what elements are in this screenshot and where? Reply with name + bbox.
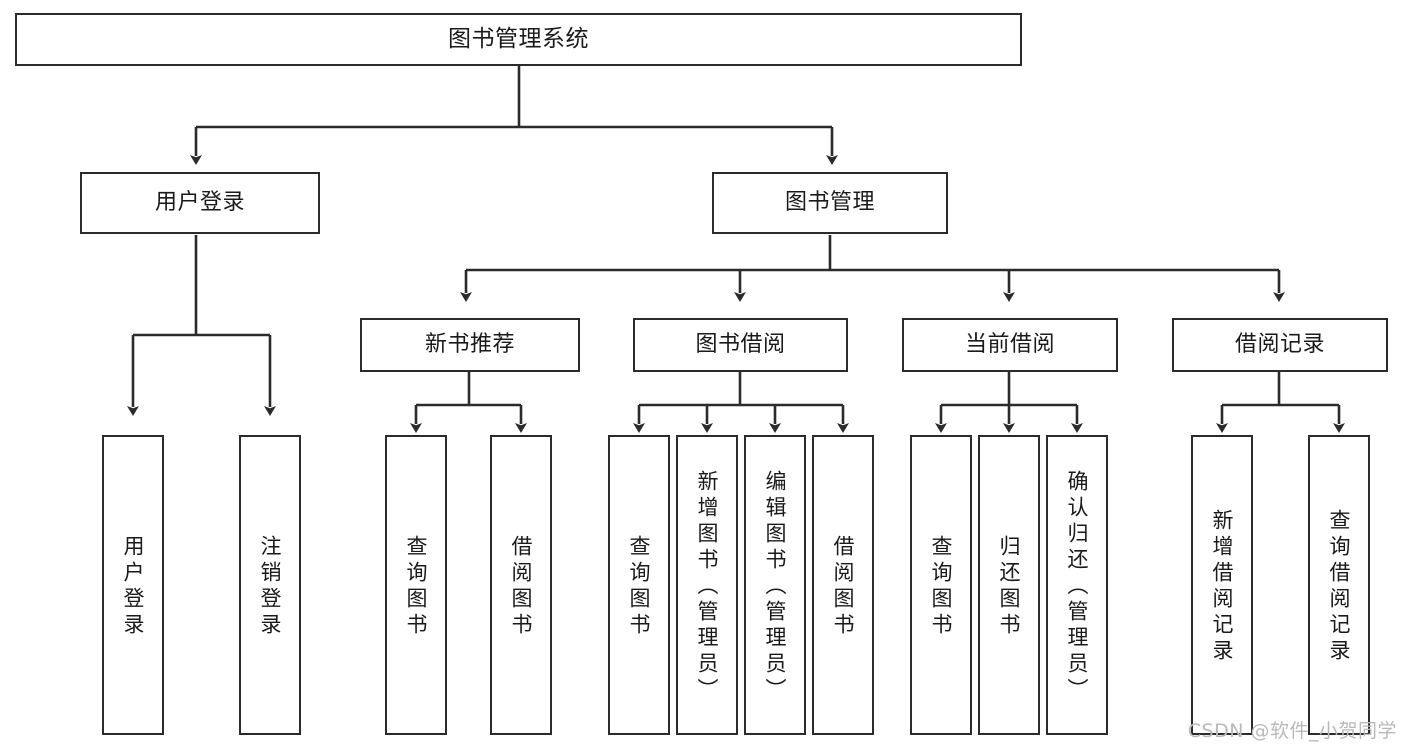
node-label: 查询图书 — [627, 535, 652, 639]
node-label: 归还图书 — [997, 535, 1022, 639]
leaf-borrow-query-book[interactable]: 查询图书 — [608, 435, 670, 735]
node-label: 用户登录 — [154, 189, 245, 215]
csdn-watermark: CSDN @软件_小贺同学 — [1187, 720, 1397, 742]
node-current-borrow[interactable]: 当前借阅 — [902, 318, 1118, 372]
leaf-current-return-book[interactable]: 归还图书 — [978, 435, 1040, 735]
node-label: 新增图书（管理员） — [695, 470, 720, 704]
leaf-records-query-record[interactable]: 查询借阅记录 — [1308, 435, 1370, 735]
node-label: 用户登录 — [121, 535, 146, 639]
leaf-records-add-record[interactable]: 新增借阅记录 — [1191, 435, 1253, 735]
node-book-management[interactable]: 图书管理 — [712, 172, 948, 234]
leaf-current-query-book[interactable]: 查询图书 — [910, 435, 972, 735]
node-label: 借阅图书 — [831, 535, 856, 639]
leaf-recommend-borrow-book[interactable]: 借阅图书 — [490, 435, 552, 735]
node-label: 注销登录 — [258, 535, 283, 639]
node-label: 新书推荐 — [424, 331, 515, 357]
leaf-borrow-add-book-admin[interactable]: 新增图书（管理员） — [676, 435, 738, 735]
node-label: 图书管理 — [784, 189, 875, 215]
node-label: 当前借阅 — [964, 331, 1055, 357]
node-label: 图书管理系统 — [448, 25, 589, 52]
node-label: 新增借阅记录 — [1210, 509, 1235, 665]
node-label: 确认归还（管理员） — [1065, 470, 1090, 704]
node-book-borrow[interactable]: 图书借阅 — [633, 318, 848, 372]
node-label: 编辑图书（管理员） — [763, 470, 788, 704]
node-borrow-records[interactable]: 借阅记录 — [1172, 318, 1388, 372]
node-label: 查询图书 — [404, 535, 429, 639]
leaf-user-logout[interactable]: 注销登录 — [239, 435, 301, 735]
leaf-current-confirm-return-admin[interactable]: 确认归还（管理员） — [1046, 435, 1108, 735]
node-user-login[interactable]: 用户登录 — [80, 172, 320, 234]
leaf-user-login[interactable]: 用户登录 — [102, 435, 164, 735]
node-root-book-management-system[interactable]: 图书管理系统 — [15, 13, 1022, 66]
node-label: 借阅记录 — [1234, 331, 1325, 357]
leaf-recommend-query-book[interactable]: 查询图书 — [385, 435, 447, 735]
node-label: 借阅图书 — [509, 535, 534, 639]
node-label: 图书借阅 — [695, 331, 786, 357]
leaf-borrow-edit-book-admin[interactable]: 编辑图书（管理员） — [744, 435, 806, 735]
leaf-borrow-borrow-book[interactable]: 借阅图书 — [812, 435, 874, 735]
node-label: 查询借阅记录 — [1327, 509, 1352, 665]
node-new-book-recommend[interactable]: 新书推荐 — [360, 318, 580, 372]
node-label: 查询图书 — [929, 535, 954, 639]
